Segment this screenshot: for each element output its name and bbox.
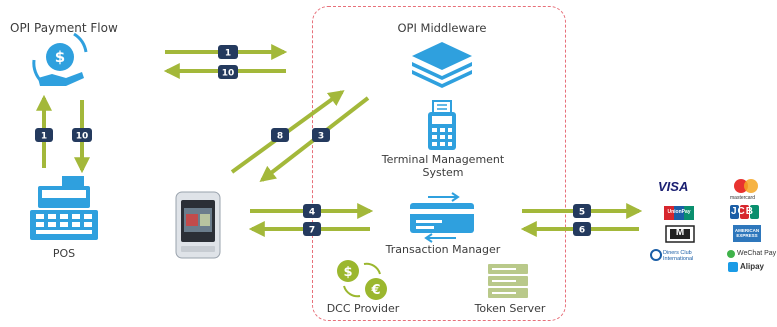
svg-text:3: 3 (318, 132, 324, 142)
diners-club-logo (650, 249, 662, 261)
transaction-card-icon (410, 192, 474, 243)
middleware-boundary (312, 6, 566, 321)
svg-text:5: 5 (579, 208, 585, 218)
visa-logo: VISA (658, 179, 689, 194)
wechat-pay-wordmark: WeChat Pay (737, 250, 777, 257)
card-terminal-icon (428, 100, 456, 150)
step-badge: 3 (312, 128, 330, 142)
svg-text:€: € (370, 283, 380, 298)
svg-text:$: $ (343, 265, 352, 280)
alipay-logo (728, 262, 738, 272)
step-badge: 6 (573, 222, 591, 236)
step-badge: 10 (218, 65, 238, 79)
step-badge: 1 (35, 128, 53, 142)
unionpay-logo (664, 206, 694, 220)
step-badge: 10 (72, 128, 92, 142)
mastercard-wordmark: mastercard (730, 195, 756, 201)
jcb-logo (730, 205, 759, 219)
svg-text:1: 1 (225, 49, 231, 59)
step-badge: 4 (303, 204, 321, 218)
alipay-wordmark: Alipay (740, 262, 765, 271)
pos-label: POS (52, 247, 76, 260)
svg-text:7: 7 (309, 226, 315, 236)
svg-text:10: 10 (222, 69, 235, 79)
step-badge: 7 (303, 222, 321, 236)
currency-exchange-icon: $ € (337, 260, 387, 300)
server-icon (488, 264, 528, 298)
svg-text:8: 8 (277, 132, 283, 142)
unionpay-wordmark: UnionPay (667, 209, 691, 215)
maestro-m-wordmark: M (675, 227, 685, 238)
step-badge: 1 (218, 45, 238, 59)
jcb-wordmark: JCB (731, 206, 755, 217)
amex-wordmark: AMERICAN EXPRESS (734, 228, 760, 238)
dcc-provider-label: DCC Provider (326, 302, 400, 315)
svg-text:10: 10 (76, 132, 89, 142)
svg-text:6: 6 (579, 226, 585, 236)
svg-text:$: $ (55, 48, 65, 66)
token-server-label: Token Server (474, 302, 546, 315)
amex-logo (733, 225, 761, 242)
diners-club-wordmark: Diners Club International (663, 250, 694, 262)
terminal-management-label: Terminal Management System (381, 153, 505, 179)
svg-text:1: 1 (41, 132, 47, 142)
middleware-title: OPI Middleware (397, 21, 487, 35)
step-badge: 5 (573, 204, 591, 218)
step-badge: 8 (271, 128, 289, 142)
layers-icon (412, 42, 472, 88)
transaction-manager-label: Transaction Manager (385, 243, 501, 256)
payment-terminal-device (175, 191, 221, 259)
svg-text:4: 4 (309, 208, 315, 218)
diagram-title: OPI Payment Flow (10, 21, 118, 35)
pos-register-icon (30, 176, 98, 240)
maestro-m-logo (665, 225, 695, 243)
mastercard-logo (734, 179, 758, 193)
wechat-pay-logo (727, 250, 735, 258)
payment-flow-icon: $ (32, 32, 88, 86)
